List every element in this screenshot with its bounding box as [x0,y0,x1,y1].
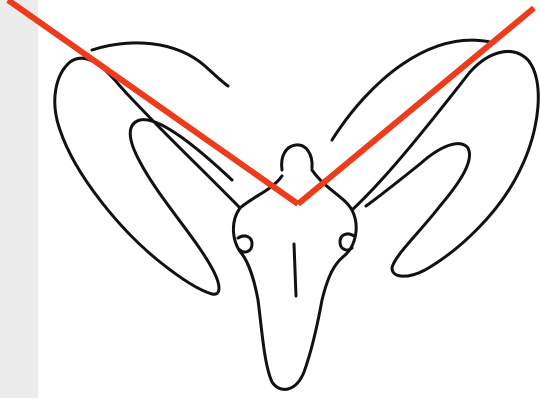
left-eye-socket [238,236,252,252]
ink-strokes [55,40,539,389]
red-overlay [8,0,534,204]
left-horn-outer [55,58,240,294]
right-eye-socket [340,234,354,250]
right-horn-top-ridge [332,40,490,140]
skull-crown [282,145,312,170]
red-line-right [298,8,534,204]
red-line-left [8,0,298,204]
nasal-line [294,244,296,296]
